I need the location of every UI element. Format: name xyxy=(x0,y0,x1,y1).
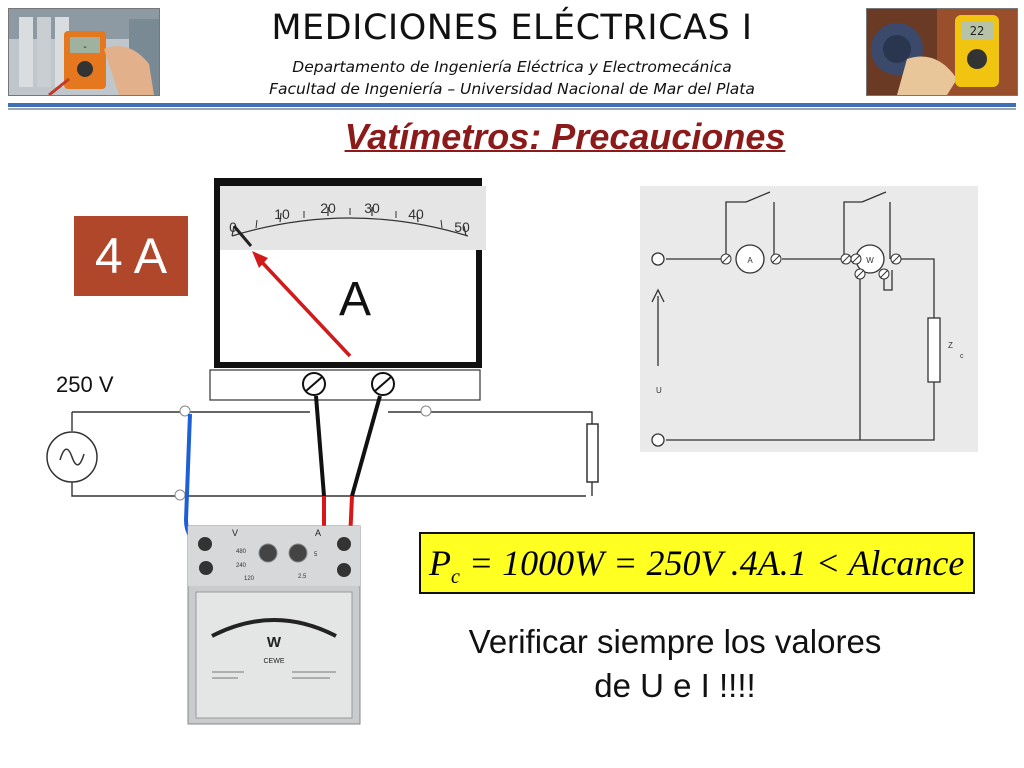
wire-black-right xyxy=(350,395,382,497)
wattmeter-schematic: A W Z c U xyxy=(640,186,978,452)
needle-rest-mark xyxy=(232,225,253,247)
header-photo-left: - xyxy=(8,8,160,96)
schematic-load-sub: c xyxy=(960,353,964,360)
ammeter-scale-20: 20 xyxy=(320,200,336,216)
schematic-wattmeter: W xyxy=(840,244,902,280)
wattmeter-post-4-icon xyxy=(337,563,351,577)
multimeter-hand-photo-icon: - xyxy=(9,9,159,95)
wattmeter-range-2-5: 2.5 xyxy=(298,574,307,580)
wattmeter-post-1-icon xyxy=(198,537,212,551)
schematic-load: Z c xyxy=(927,317,964,383)
ammeter-scale-50: 50 xyxy=(454,219,470,235)
formula-power-subscript: c xyxy=(451,566,460,589)
ammeter-scale-40: 40 xyxy=(408,206,424,222)
node-top-right xyxy=(420,405,432,417)
node-bottom-left xyxy=(174,489,186,501)
wattmeter-range-120: 120 xyxy=(244,576,255,582)
formula-equation: = 1000W = 250V .4A.1 < Alcance xyxy=(459,543,965,583)
department-name: Departamento de Ingeniería Eléctrica y E… xyxy=(292,58,732,76)
header-divider-secondary xyxy=(8,108,1016,110)
schematic-terminal-bottom xyxy=(651,433,665,447)
wattmeter-knob-voltage-icon xyxy=(258,543,278,563)
schematic-terminal-top xyxy=(651,252,665,266)
verification-note-line-1: Verificar siempre los valores xyxy=(468,623,882,660)
ammeter-scale-30: 30 xyxy=(364,200,380,216)
header-divider xyxy=(8,103,1016,107)
ammeter-needle-tip-icon xyxy=(252,251,268,268)
ammeter-terminal-right xyxy=(371,372,395,396)
voltage-label: 250 V xyxy=(56,372,114,397)
course-title: MEDICIONES ELÉCTRICAS I xyxy=(271,8,753,48)
verification-note: Verificar siempre los valores de U e I !… xyxy=(410,620,940,708)
power-formula: Pc = 1000W = 250V .4A.1 < Alcance xyxy=(419,532,975,594)
node-top-left xyxy=(179,405,191,417)
wattmeter-terminal-a: A xyxy=(315,528,321,538)
load-resistor-icon xyxy=(586,423,599,483)
left-photo-display: - xyxy=(82,42,88,53)
slide-title: Vatímetros: Precauciones xyxy=(344,116,786,157)
wattmeter-unit-letter: W xyxy=(267,634,282,651)
schematic-wattmeter-label: W xyxy=(866,256,874,265)
wattmeter-post-2-icon xyxy=(199,561,213,575)
wattmeter-knob-current-icon xyxy=(288,543,308,563)
wattmeter: V A 480 240 120 5 2.5 W CEWE xyxy=(187,525,361,725)
wattmeter-terminal-v: V xyxy=(232,528,238,538)
wattmeter-brand: CEWE xyxy=(264,658,285,665)
wire-blue-voltage xyxy=(183,413,205,546)
current-reading-badge: 4 A xyxy=(74,216,188,296)
multimeter-motor-photo-icon: 22 xyxy=(867,9,1017,95)
ammeter-terminal-block xyxy=(209,369,481,401)
wattmeter-range-5: 5 xyxy=(314,552,318,558)
right-photo-display: 22 xyxy=(970,24,984,38)
schematic-voltage-label: U xyxy=(656,386,662,395)
ammeter: 0 10 20 30 40 50 A xyxy=(214,178,486,368)
schematic-ammeter: A xyxy=(720,244,782,274)
ac-source-icon xyxy=(46,431,98,483)
wattmeter-post-3-icon xyxy=(337,537,351,551)
verification-note-line-2: de U e I !!!! xyxy=(594,667,756,704)
schematic-lines xyxy=(666,191,935,441)
schematic-load-label: Z xyxy=(948,341,953,350)
wire-black-left xyxy=(314,395,326,497)
ammeter-terminal-left xyxy=(302,372,326,396)
ammeter-needle xyxy=(256,256,352,358)
ammeter-scale-10: 10 xyxy=(274,206,290,222)
wiring-diagram: 0 10 20 30 40 50 A xyxy=(46,178,599,725)
header-photo-right: 22 xyxy=(866,8,1018,96)
wattmeter-range-240: 240 xyxy=(236,563,247,569)
circuit-lines xyxy=(71,411,593,497)
schematic-ammeter-label: A xyxy=(747,256,753,265)
voltage-arrow-icon xyxy=(651,288,665,366)
wattmeter-range-480: 480 xyxy=(236,549,247,555)
ammeter-unit-letter: A xyxy=(339,273,371,326)
formula-power-symbol: P xyxy=(429,543,451,583)
faculty-name: Facultad de Ingeniería – Universidad Nac… xyxy=(269,80,755,98)
